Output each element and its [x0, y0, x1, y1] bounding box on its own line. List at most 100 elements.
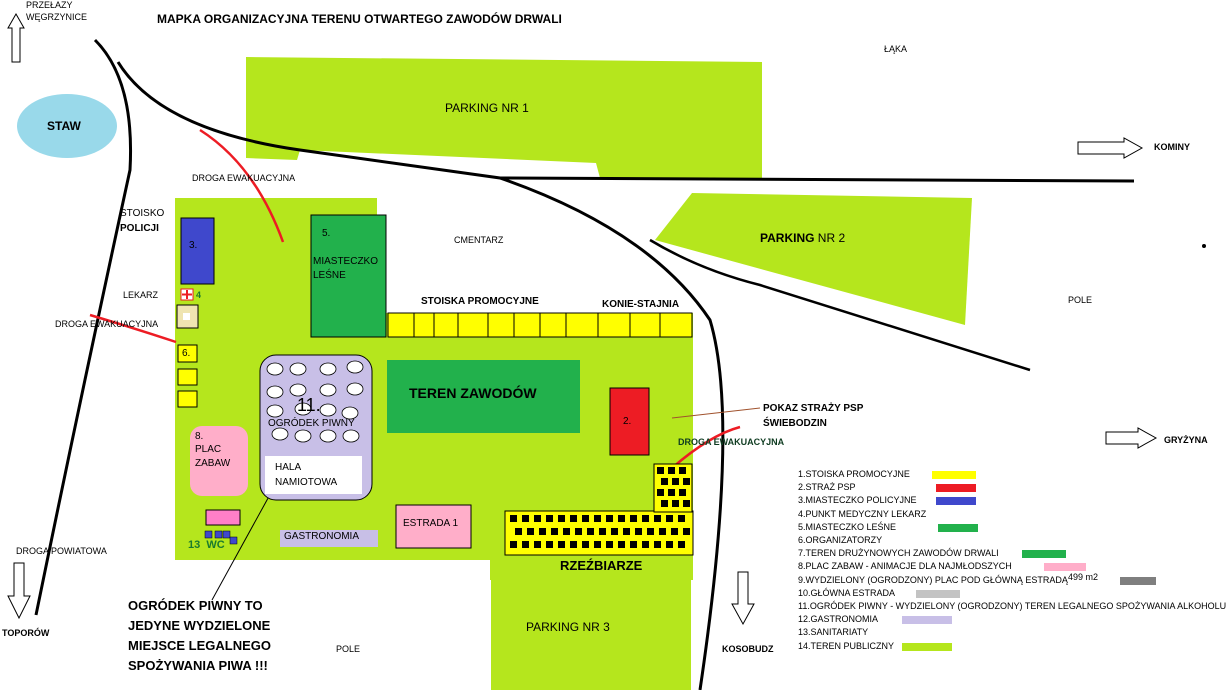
beer-garden-number: 11. [297, 395, 321, 415]
sculptor-stand [642, 541, 649, 548]
doctor-label: LEKARZ [123, 290, 159, 300]
legend-item: 12.GASTRONOMIA [798, 614, 879, 625]
legend-item: 10.GŁÓWNA ESTRADA [798, 587, 896, 598]
legend-item: 5.MIASTECZKO LEŚNE [798, 521, 897, 532]
sculptor-stand [594, 541, 601, 548]
organizers-box-2 [177, 368, 198, 386]
sculptor-stand [618, 541, 625, 548]
sculptor-stand [606, 541, 613, 548]
promo-stand [387, 312, 415, 338]
legend-item: 9.WYDZIELONY (OGRODZONY) PLAC POD GŁÓWNĄ… [798, 574, 1068, 585]
promo-stands-row [387, 312, 693, 338]
sculptor-stand [570, 515, 577, 522]
table [346, 360, 364, 374]
legend-item: 2.STRAŻ PSP [798, 482, 856, 493]
promo-stand [457, 312, 489, 338]
wc-label: 13 WC [188, 539, 225, 551]
promo-stand [513, 312, 541, 338]
legend-item: 8.PLAC ZABAW - ANIMACJE DLA NAJMŁODSZYCH [798, 561, 1012, 572]
legend-item: 13.SANITARIATY [798, 627, 869, 638]
legend-swatch [932, 471, 976, 479]
evac-route-left [89, 313, 177, 344]
legend-swatch [936, 497, 976, 506]
road-gryzyna [649, 238, 1031, 372]
table [346, 382, 364, 396]
evac-route-right [671, 425, 741, 469]
stand-label: STOISKO [120, 208, 165, 219]
wc-cabin [204, 530, 213, 539]
promo-stand [413, 312, 435, 338]
lake-shape [17, 94, 117, 158]
table [271, 427, 289, 441]
sculptor-stand [551, 528, 558, 535]
gastronomy-label: GASTRONOMIA [284, 531, 360, 542]
table [266, 385, 284, 399]
cemetery-label: CMENTARZ [454, 235, 504, 245]
parking-1-area [246, 57, 762, 180]
doctor-number: 4 [196, 290, 202, 300]
sculptor-stand [546, 541, 553, 548]
direction-label-gryzyna: GRYŻYNA [1164, 435, 1208, 445]
tent-hall [265, 456, 362, 494]
sculptor-stand [654, 541, 661, 548]
sculptor-stand [510, 515, 517, 522]
parking-2-area [655, 193, 972, 325]
table [289, 362, 307, 376]
legend-swatch [1044, 563, 1086, 572]
table [341, 406, 359, 420]
table [319, 429, 337, 443]
organizer-inner [183, 313, 190, 320]
sculptor-stand [679, 489, 686, 496]
table [294, 402, 312, 416]
direction-label-przelazy: PRZEŁAZY [26, 0, 73, 10]
sculptor-stand [587, 528, 594, 535]
direction-label-wegrzynice: WĘGRZYNICE [26, 12, 88, 22]
road-top [116, 61, 725, 690]
police-label: POLICJI [120, 223, 159, 234]
organizers-number: 6. [182, 348, 191, 359]
sculptor-stand [642, 515, 649, 522]
sculptor-stand [661, 478, 668, 485]
table [319, 403, 337, 417]
evac-label-left: DROGA EWAKUACYJNA [55, 319, 159, 329]
map-title: MAPKA ORGANIZACYJNA TERENU OTWARTEGO ZAW… [157, 12, 562, 26]
sculptor-stand [683, 478, 690, 485]
direction-label-kosobudz: KOSOBUDZ [722, 644, 774, 654]
lake-label: STAW [47, 119, 81, 133]
parking-2-label-bold: PARKING [760, 231, 815, 245]
parking-2-label-rest: NR 2 [814, 231, 846, 245]
sculptor-stand [539, 528, 546, 535]
legend-swatch [936, 484, 976, 493]
parking-2-label: PARKING NR 2 [760, 231, 845, 245]
sculptor-stand [522, 515, 529, 522]
sculptor-stand [657, 489, 664, 496]
legend-area-value: 499 m2 [1068, 572, 1099, 582]
table [266, 362, 284, 376]
promo-stands-label: STOISKA PROMOCYJNE [421, 296, 539, 307]
sculptor-stand [630, 541, 637, 548]
sculptor-stand [661, 500, 668, 507]
beer-garden-tables [266, 360, 364, 443]
evac-label-right: DROGA EWAKUACYJNA [678, 437, 785, 447]
promo-stand [487, 312, 515, 338]
sculptor-stand [599, 528, 606, 535]
meadow-label: ŁĄKA [884, 44, 908, 54]
promo-stand [597, 312, 631, 338]
tent-hall-label-2: NAMIOTOWA [275, 477, 338, 488]
gastronomy-area [280, 530, 378, 547]
sculptor-stand [515, 528, 522, 535]
arrow-down-kosobudz [731, 571, 755, 626]
sculptor-stands [510, 467, 690, 548]
sculptor-stand [683, 528, 690, 535]
pointer-line-psp [671, 407, 761, 419]
first-aid-icon [182, 290, 192, 299]
legend-item: 1.STOISKA PROMOCYJNE [798, 469, 910, 479]
forest-village [310, 214, 387, 338]
road-kominy [499, 176, 1135, 183]
wc-cabin [214, 530, 223, 539]
competition-label: TEREN ZAWODÓW [409, 385, 537, 401]
legend-swatch [902, 616, 952, 625]
wc-cabin [229, 536, 238, 545]
promo-stand [659, 312, 693, 338]
table [266, 404, 284, 418]
